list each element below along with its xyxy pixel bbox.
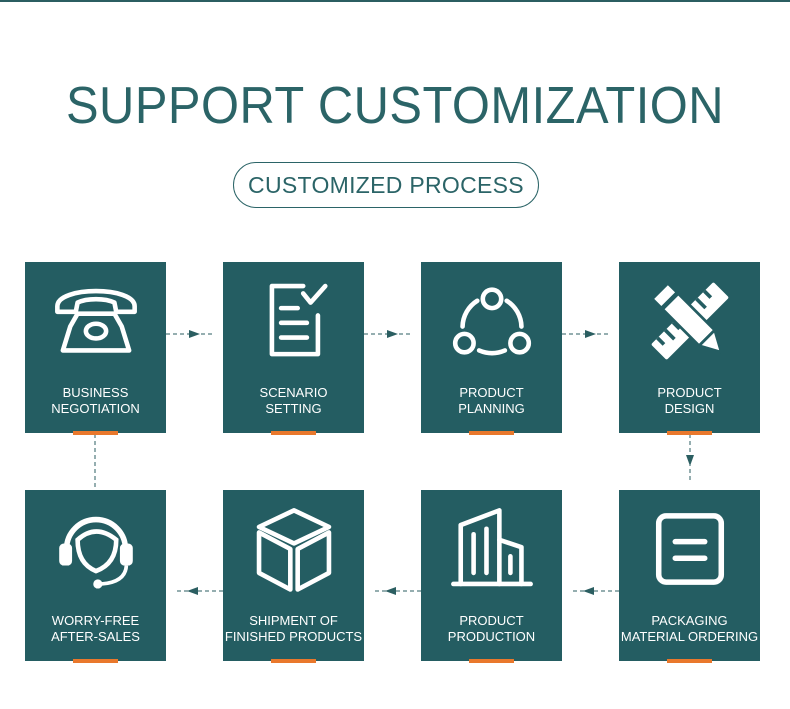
accent-bar: [73, 431, 118, 435]
step-scenario-setting: SCENARIO SETTING: [223, 262, 364, 435]
page-title: SUPPORT CUSTOMIZATION: [65, 77, 725, 135]
arrow-down-icon: [686, 455, 694, 466]
arrow-right-icon: [585, 330, 596, 338]
step-shipment-of-finished-products: SHIPMENT OF FINISHED PRODUCTS: [223, 490, 364, 663]
telephone-icon: [25, 262, 166, 380]
step-label: BUSINESS NEGOTIATION: [51, 385, 140, 416]
step-label: PRODUCT DESIGN: [657, 385, 722, 416]
clipboard-check-icon: [223, 262, 364, 380]
document-box-icon: [619, 490, 760, 608]
arrow-left-icon: [187, 587, 198, 595]
accent-bar: [271, 659, 316, 663]
cube-box-icon: [223, 490, 364, 608]
accent-bar: [667, 431, 712, 435]
step-label: WORRY-FREE AFTER-SALES: [51, 613, 140, 644]
accent-bar: [667, 659, 712, 663]
factory-building-icon: [421, 490, 562, 608]
step-product-production: PRODUCT PRODUCTION: [421, 490, 562, 663]
arrow-left-icon: [583, 587, 594, 595]
top-rule: [0, 0, 790, 2]
network-nodes-icon: [421, 262, 562, 380]
step-business-negotiation: BUSINESS NEGOTIATION: [25, 262, 166, 435]
step-label: PRODUCT PLANNING: [458, 385, 525, 416]
accent-bar: [469, 659, 514, 663]
arrow-left-icon: [385, 587, 396, 595]
step-worry-free-after-sales: WORRY-FREE AFTER-SALES: [25, 490, 166, 663]
step-label: PACKAGING MATERIAL ORDERING: [620, 613, 759, 644]
accent-bar: [73, 659, 118, 663]
step-label: PRODUCT PRODUCTION: [447, 613, 536, 644]
accent-bar: [271, 431, 316, 435]
process-subtitle: CUSTOMIZED PROCESS: [248, 171, 524, 198]
step-label: SHIPMENT OF FINISHED PRODUCTS: [224, 613, 363, 644]
headset-agent-icon: [25, 490, 166, 608]
step-product-planning: PRODUCT PLANNING: [421, 262, 562, 435]
step-packaging-material-ordering: PACKAGING MATERIAL ORDERING: [619, 490, 760, 663]
arrow-right-icon: [387, 330, 398, 338]
arrow-right-icon: [189, 330, 200, 338]
step-label: SCENARIO SETTING: [259, 385, 328, 416]
process-pill: CUSTOMIZED PROCESS: [233, 162, 539, 208]
pencil-ruler-icon: [619, 262, 760, 380]
accent-bar: [469, 431, 514, 435]
step-product-design: PRODUCT DESIGN: [619, 262, 760, 435]
